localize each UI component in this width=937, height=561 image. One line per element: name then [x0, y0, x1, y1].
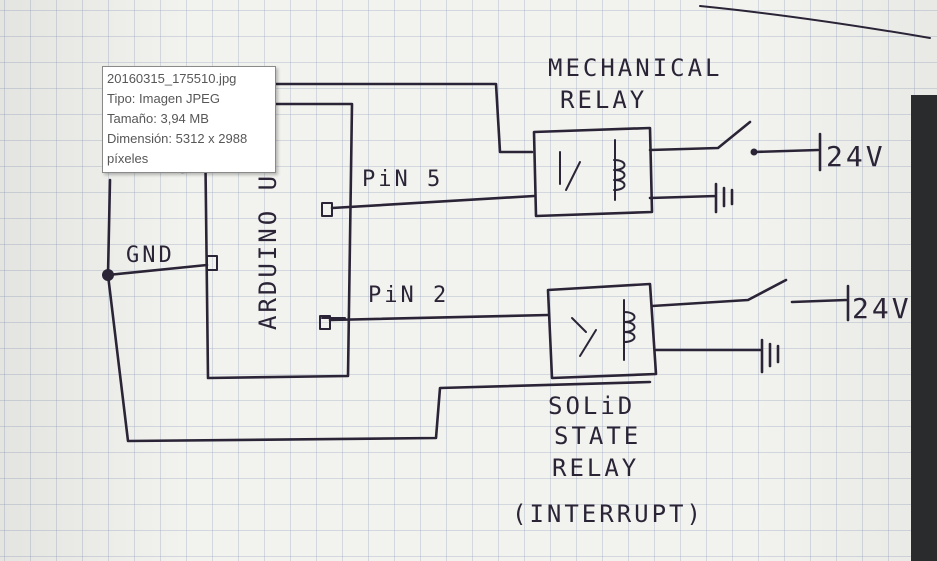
pin2-label: PiN 2: [368, 283, 449, 308]
mechanical-relay-coil: [613, 139, 626, 201]
pin5-label: PiN 5: [362, 167, 443, 192]
arduino-board-outline: [203, 102, 354, 380]
tooltip-type: Tipo: Imagen JPEG: [107, 91, 220, 106]
ground-return-wire: [106, 178, 652, 443]
solid-state-label-line4: (INTERRUPT): [512, 500, 704, 528]
top-24v-lead: [752, 132, 822, 172]
voltage-top-label: 24V: [826, 140, 886, 173]
solid-state-relay-coil: [623, 299, 636, 361]
photo-dark-edge: [911, 95, 937, 561]
solid-state-ground: [654, 338, 780, 374]
mechanical-relay-label-line1: MECHANICAL: [548, 54, 723, 82]
solid-state-relay-box: [546, 282, 658, 380]
tooltip-filename: 20160315_175510.jpg: [107, 71, 237, 86]
pin2-header: [319, 315, 331, 330]
solid-state-label-line3: RELAY: [552, 454, 639, 482]
voltage-bottom-label: 24V: [852, 292, 912, 325]
solid-state-label-line1: SOLiD: [548, 392, 635, 420]
file-info-tooltip: 20160315_175510.jpg Tipo: Imagen JPEG Ta…: [102, 66, 276, 173]
arduino-label: ARDUINO U: [254, 173, 282, 330]
tooltip-size: Tamaño: 3,94 MB: [107, 111, 209, 126]
mechanical-relay-switch: [559, 151, 581, 191]
solid-state-relay-switch: [571, 317, 597, 357]
tooltip-dimension-unit: píxeles: [107, 151, 149, 166]
top-supply-wire: [264, 82, 534, 154]
junction-dot: [102, 269, 114, 281]
mechanical-relay-ground: [648, 182, 734, 214]
stray-pen-line: [699, 5, 931, 39]
solid-state-label-line2: STATE: [554, 422, 641, 450]
gnd-header: [206, 255, 218, 271]
mechanical-relay-output-switch: [648, 120, 752, 152]
pin2-wire: [328, 313, 550, 322]
bottom-24v-lead: [790, 284, 850, 322]
gnd-wire: [106, 263, 209, 277]
gnd-label: GND: [126, 243, 175, 268]
solid-state-output-switch: [650, 278, 788, 308]
pin5-wire: [330, 194, 536, 210]
mechanical-relay-label-line2: RELAY: [560, 86, 647, 114]
mechanical-relay-box: [532, 126, 654, 218]
tooltip-dimension: Dimensión: 5312 x 2988: [107, 131, 248, 146]
pin5-header: [321, 202, 333, 217]
